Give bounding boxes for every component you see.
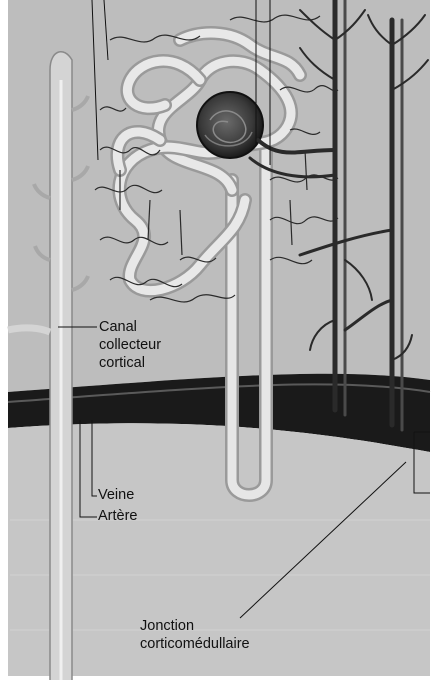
- label-corticomedullary-junction: Jonction corticomédullaire: [140, 617, 250, 653]
- label-vein: Veine: [98, 486, 134, 504]
- label-line: corticomédullaire: [140, 635, 250, 653]
- label-cortical-collecting-duct: Canal collecteur cortical: [99, 318, 161, 372]
- label-line: Canal: [99, 318, 161, 336]
- label-artery: Artère: [98, 507, 138, 525]
- glomerulus: [197, 92, 263, 158]
- label-line: collecteur: [99, 336, 161, 354]
- label-line: Jonction: [140, 617, 250, 635]
- label-line: cortical: [99, 354, 161, 372]
